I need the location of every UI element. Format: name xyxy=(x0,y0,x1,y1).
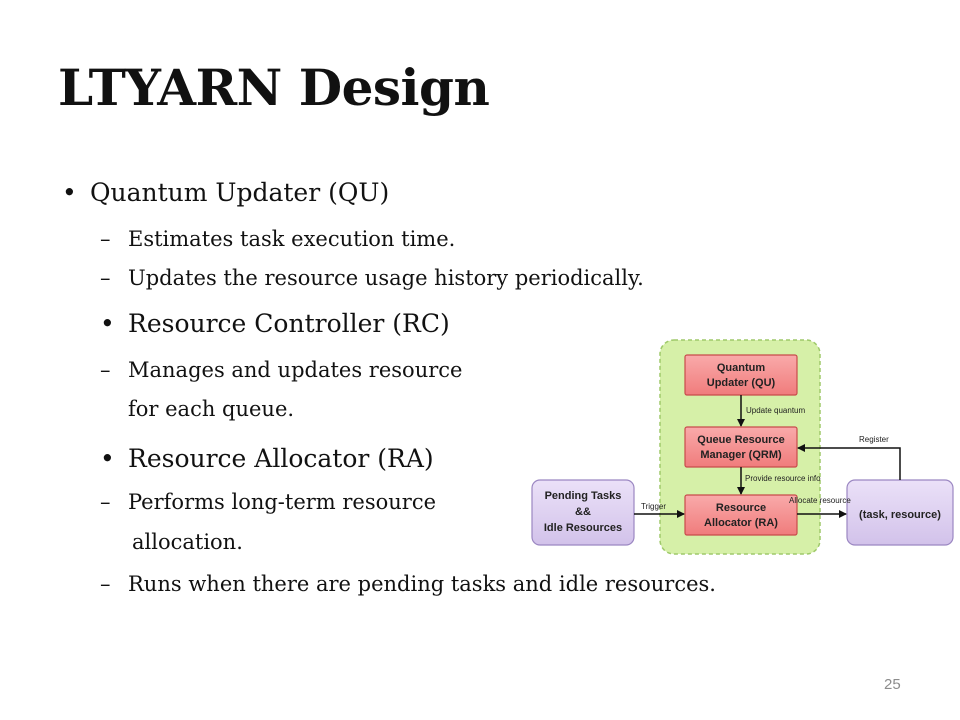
sub-bullet-text: Updates the resource usage history perio… xyxy=(128,266,644,290)
sub-bullet-updates-history: –Updates the resource usage history peri… xyxy=(100,266,644,290)
bullet-quantum-updater: • Quantum Updater (QU) xyxy=(62,178,389,207)
dash-icon: – xyxy=(100,266,111,290)
dash-icon: – xyxy=(100,227,111,251)
trigger-label: Trigger xyxy=(641,502,666,511)
bullet-text: Resource Controller (RC) xyxy=(128,309,450,338)
pending-tasks-label-1: Pending Tasks xyxy=(545,490,622,502)
provide-resource-info-label: Provide resource info xyxy=(745,474,821,483)
sub-bullet-runs-when: –Runs when there are pending tasks and i… xyxy=(100,572,716,596)
slide-title: LTYARN Design xyxy=(58,58,490,117)
ra-label-1: Resource xyxy=(716,502,766,514)
bullet-resource-allocator: • Resource Allocator (RA) xyxy=(100,444,434,473)
bullet-icon: • xyxy=(100,444,115,473)
dash-icon: – xyxy=(100,572,111,596)
sub-bullet-performs-continued: allocation. xyxy=(132,530,243,554)
quantum-updater-label-1: Quantum xyxy=(717,362,765,374)
sub-bullet-text: Performs long-term resource xyxy=(128,490,437,514)
bullet-text: Resource Allocator (RA) xyxy=(128,444,434,473)
architecture-diagram: Quantum Updater (QU) Update quantum Queu… xyxy=(531,339,954,555)
dash-icon: – xyxy=(100,490,111,514)
pending-tasks-label-2: && xyxy=(575,506,591,518)
sub-bullet-manages-continued: for each queue. xyxy=(128,397,295,421)
update-quantum-label: Update quantum xyxy=(746,406,805,415)
sub-bullet-performs: –Performs long-term resource xyxy=(100,490,436,514)
task-resource-label: (task, resource) xyxy=(859,509,941,521)
allocate-resource-label: Allocate resource xyxy=(789,496,851,505)
bullet-text: Quantum Updater (QU) xyxy=(90,178,390,207)
pending-tasks-label-3: Idle Resources xyxy=(544,522,622,534)
sub-bullet-manages: –Manages and updates resource xyxy=(100,358,462,382)
qrm-label-1: Queue Resource xyxy=(697,434,784,446)
pending-tasks-box xyxy=(531,479,635,546)
bullet-icon: • xyxy=(100,309,115,338)
sub-bullet-estimates: –Estimates task execution time. xyxy=(100,227,455,251)
sub-bullet-text: Manages and updates resource xyxy=(128,358,463,382)
quantum-updater-box xyxy=(684,354,798,396)
qrm-label-2: Manager (QRM) xyxy=(700,449,782,461)
dash-icon: – xyxy=(100,358,111,382)
bullet-icon: • xyxy=(62,178,77,207)
register-arrow xyxy=(797,444,901,480)
queue-resource-manager-box xyxy=(684,426,798,468)
sub-bullet-text: Runs when there are pending tasks and id… xyxy=(128,572,716,596)
bullet-resource-controller: • Resource Controller (RC) xyxy=(100,309,450,338)
ra-label-2: Allocator (RA) xyxy=(704,517,778,529)
sub-bullet-text: Estimates task execution time. xyxy=(128,227,456,251)
resource-allocator-box xyxy=(684,494,798,536)
register-label: Register xyxy=(859,435,889,444)
page-number: 25 xyxy=(884,676,901,693)
quantum-updater-label-2: Updater (QU) xyxy=(707,377,776,389)
